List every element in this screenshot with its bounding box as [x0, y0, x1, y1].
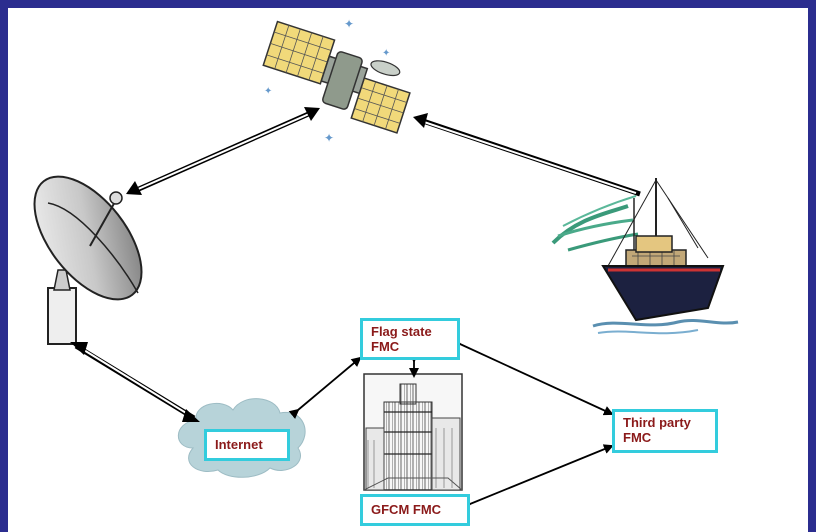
flag-state-fmc-box: Flag state FMC: [360, 318, 460, 360]
link-gfcm-thirdparty: [460, 444, 614, 512]
third-party-fmc-box: Third party FMC: [612, 409, 718, 453]
svg-text:✦: ✦: [324, 131, 334, 145]
link-internet-flagstate: [288, 356, 362, 419]
svg-text:✦: ✦: [264, 86, 272, 97]
building-photo-icon: [363, 373, 463, 491]
internet-box: Internet: [204, 429, 290, 461]
svg-text:✦: ✦: [382, 48, 390, 59]
link-vessel-satellite: [413, 113, 641, 197]
link-satellite-dish: [126, 107, 320, 195]
satellite-icon: ✦ ✦ ✦ ✦: [262, 17, 411, 145]
network-diagram: ✦ ✦ ✦ ✦: [33, 17, 739, 512]
fishing-vessel-icon: [551, 178, 739, 335]
link-dish-internet: [70, 342, 200, 422]
svg-text:✦: ✦: [344, 17, 354, 31]
gfcm-fmc-box: GFCM FMC: [360, 494, 470, 526]
link-flagstate-thirdparty: [450, 336, 614, 416]
satellite-dish-icon: [33, 175, 143, 345]
diagram-canvas: ✦ ✦ ✦ ✦: [8, 8, 808, 532]
